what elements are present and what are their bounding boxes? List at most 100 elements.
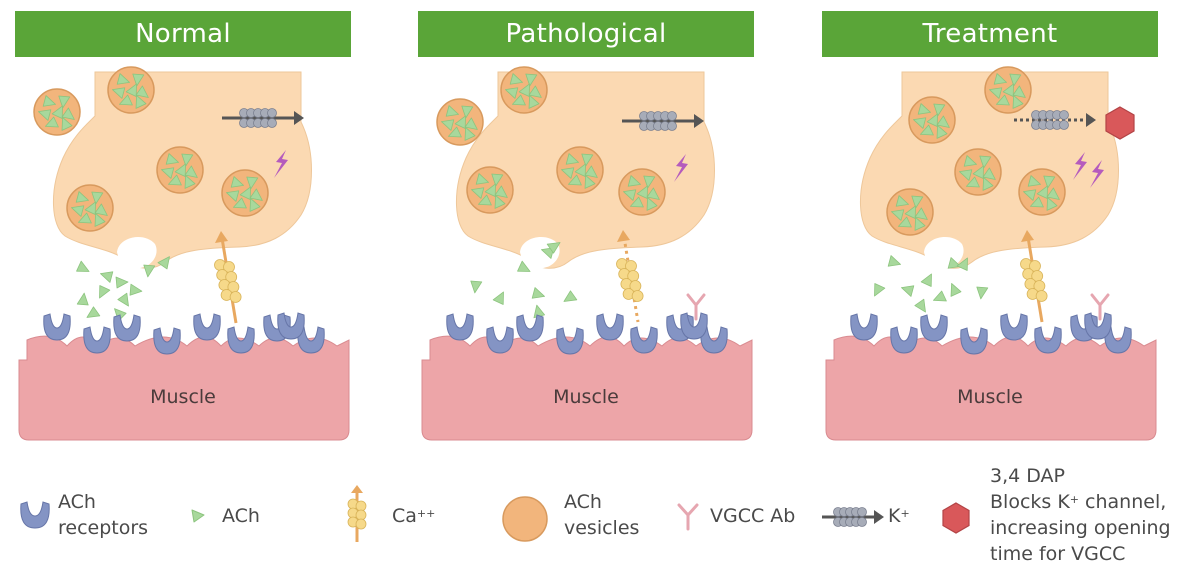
muscle-label-pathological: Muscle bbox=[553, 386, 619, 408]
vesicle-ach bbox=[441, 119, 455, 131]
vesicle-ach bbox=[249, 198, 261, 212]
dap-hexagon-icon bbox=[942, 502, 970, 534]
ach-receptor bbox=[1000, 313, 1028, 341]
vesicle-ach bbox=[565, 153, 579, 165]
panel-title-treatment: Treatment bbox=[822, 11, 1158, 57]
calcium-arrow-head bbox=[215, 231, 228, 243]
ach-receptor bbox=[446, 313, 474, 341]
vesicle-ach bbox=[627, 175, 641, 187]
vesicle-ach bbox=[84, 201, 96, 215]
ach-molecule bbox=[950, 283, 962, 297]
ach-molecule bbox=[157, 256, 170, 270]
vesicle-ach bbox=[646, 197, 658, 211]
ach-vesicle bbox=[156, 146, 204, 194]
vesicle-ach bbox=[1043, 175, 1056, 189]
vesicle-ach bbox=[584, 175, 596, 189]
vesicle-ach bbox=[646, 187, 660, 200]
ach-molecule bbox=[546, 242, 561, 254]
ach-molecule bbox=[517, 260, 531, 272]
vesicle-ach bbox=[993, 73, 1007, 85]
ach-molecule bbox=[115, 276, 129, 289]
vesicle-ach bbox=[494, 185, 508, 198]
ach-vesicle bbox=[618, 168, 666, 216]
vesicle-ach bbox=[494, 195, 506, 209]
potassium-channel bbox=[222, 108, 304, 128]
vesicle-ach bbox=[168, 174, 182, 186]
calcium-channel-icon bbox=[347, 485, 367, 542]
ach-vesicle bbox=[466, 166, 514, 214]
ach-receptor bbox=[596, 313, 624, 341]
vesicle-ach bbox=[233, 197, 247, 209]
vesicle-ach bbox=[1046, 187, 1060, 200]
ach-vesicle bbox=[221, 169, 269, 217]
vesicle-ach bbox=[512, 94, 526, 106]
ach-receptor bbox=[83, 326, 111, 354]
vesicle-ach bbox=[989, 87, 1003, 99]
diagram-pathological bbox=[421, 66, 753, 441]
vesicle-ach bbox=[94, 203, 108, 216]
legend-dap-line3: increasing opening bbox=[990, 517, 1171, 539]
panel-normal: Normal Muscle bbox=[15, 0, 365, 450]
channel-subunit bbox=[1059, 120, 1069, 130]
vesicle-ach bbox=[132, 73, 145, 87]
calcium-channel bbox=[616, 230, 644, 323]
potassium-arrow-head bbox=[694, 114, 704, 128]
ach-vesicle bbox=[908, 96, 956, 144]
channel-subunit bbox=[229, 291, 242, 303]
vesicle-ach bbox=[119, 94, 133, 106]
channel-subunit bbox=[267, 118, 277, 128]
vesicle-ach bbox=[478, 194, 492, 206]
vesicle-ach bbox=[982, 167, 996, 180]
vesicle-ach bbox=[475, 173, 489, 185]
vesicle-ach bbox=[979, 155, 992, 169]
channel-subunit bbox=[667, 121, 677, 131]
ach-molecule bbox=[492, 291, 504, 305]
vesicle-ach bbox=[898, 216, 912, 228]
vesicle-ach bbox=[184, 165, 198, 178]
vesicle-ach bbox=[78, 212, 92, 224]
ach-receptor bbox=[43, 313, 71, 341]
vesicle-ach bbox=[246, 176, 259, 190]
channel-subunit bbox=[267, 108, 277, 118]
vesicle-ach bbox=[1009, 73, 1022, 87]
ach-receptor bbox=[1084, 312, 1112, 340]
panel-pathological: Pathological Muscle bbox=[418, 0, 768, 450]
vesicle-ach bbox=[1012, 85, 1026, 98]
vesicle-ach bbox=[464, 127, 476, 141]
legend-potassium-label: K+ bbox=[888, 505, 910, 527]
ach-molecule bbox=[874, 283, 886, 297]
vesicle-ach bbox=[174, 163, 186, 177]
vesicle-ach bbox=[525, 73, 538, 87]
vesicle-ach bbox=[636, 185, 648, 199]
vgcc-antibody bbox=[686, 293, 706, 321]
legend-ach-vesicles-line1: ACh bbox=[564, 491, 602, 513]
vesicle-ach bbox=[917, 103, 931, 115]
ach-molecule bbox=[99, 285, 111, 299]
ach-receptor bbox=[516, 314, 544, 342]
vesicle-ach bbox=[58, 95, 71, 109]
ach-receptor bbox=[850, 313, 878, 341]
legend-calcium-label: Ca++ bbox=[392, 505, 436, 527]
vesicle-ach bbox=[51, 105, 63, 119]
ach-molecule bbox=[901, 285, 915, 297]
vesicle-ach bbox=[643, 175, 656, 189]
ach-molecule bbox=[933, 290, 947, 302]
ach-receptor bbox=[700, 326, 728, 354]
ach-vesicle bbox=[556, 146, 604, 194]
vesicle-ach bbox=[116, 73, 130, 85]
panel-title-pathological: Pathological bbox=[418, 11, 754, 57]
calcium-channel bbox=[214, 231, 242, 324]
vesicle-ach bbox=[574, 163, 586, 177]
vesicle-ach bbox=[125, 83, 137, 97]
potassium-channel-icon bbox=[822, 507, 884, 527]
vesicle-ach bbox=[982, 177, 994, 191]
vesicle-ach bbox=[926, 113, 938, 127]
vesicle-ach bbox=[94, 213, 106, 227]
vesicle-ach bbox=[249, 188, 263, 201]
legend-ach-vesicles-line2: vesicles bbox=[564, 517, 640, 539]
ach-receptor bbox=[890, 326, 918, 354]
vesicle-ach bbox=[1030, 196, 1044, 208]
channel-subunit bbox=[1035, 290, 1048, 302]
ach-vesicle bbox=[107, 66, 155, 114]
vesicle-ach bbox=[895, 195, 909, 207]
